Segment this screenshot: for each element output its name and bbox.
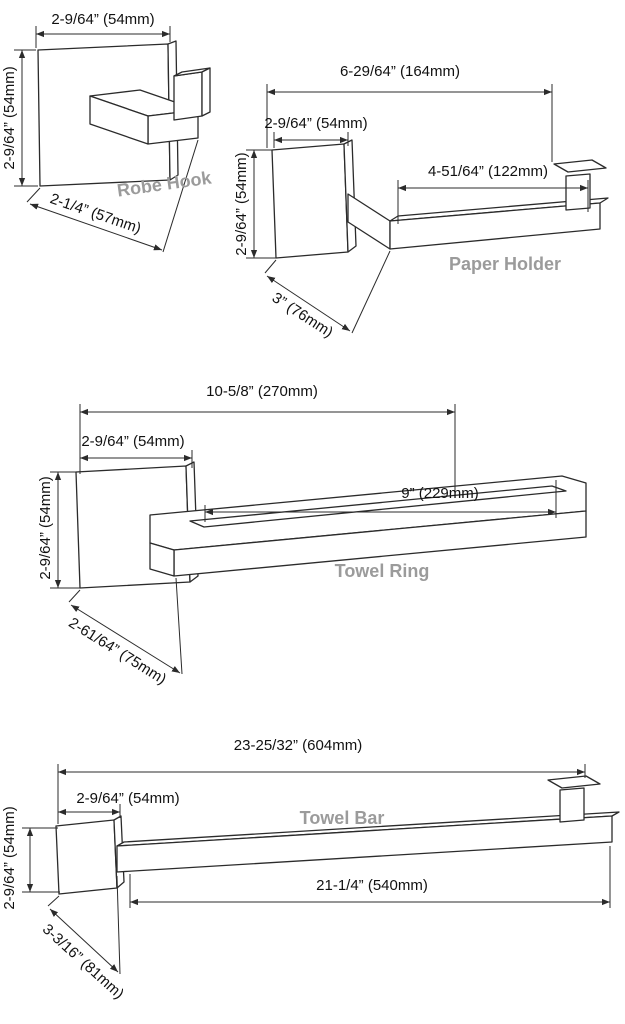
robe-hook-height-dimension: 2-9/64” (54mm) — [1, 66, 18, 169]
robe-hook-width-dimension: 2-9/64” (54mm) — [51, 11, 154, 28]
towel-bar-plate-height-dimension: 2-9/64” (54mm) — [1, 806, 18, 909]
towel-bar-depth-dimension: 3-3/16” (81mm) — [39, 921, 127, 1003]
paper-holder-end-post — [565, 173, 591, 211]
towel-bar-end-cap — [547, 775, 601, 789]
towel-ring-overall-dimension: 10-5/8” (270mm) — [206, 383, 318, 400]
towel-bar-plate-width-dimension: 2-9/64” (54mm) — [76, 790, 179, 807]
robe-hook-lip-front — [173, 71, 203, 121]
towel-bar-bar — [116, 815, 613, 873]
towel-bar-drawing: 23-25/32” (604mm) 2-9/64” (54mm) 21-1/4”… — [1, 737, 620, 1003]
towel-ring-loop-left-cap — [149, 542, 175, 577]
towel-bar-label: Towel Bar — [300, 808, 385, 828]
paper-holder-overall-dimension: 6-29/64” (164mm) — [340, 63, 460, 80]
robe-hook-lip-side — [201, 67, 211, 117]
towel-ring-drawing: 10-5/8” (270mm) 2-9/64” (54mm) 9” (229mm… — [37, 383, 587, 688]
paper-holder-end-cap — [553, 159, 607, 173]
towel-ring-plate-width-dimension: 2-9/64” (54mm) — [81, 433, 184, 450]
towel-ring-depth-dimension: 2-61/64” (75mm) — [66, 614, 170, 688]
paper-holder-label: Paper Holder — [449, 254, 561, 274]
paper-holder-drawing: 6-29/64” (164mm) 2-9/64” (54mm) 4-51/64”… — [233, 63, 609, 341]
paper-holder-plate-height-dimension: 2-9/64” (54mm) — [233, 152, 250, 255]
towel-ring-loop-opening — [189, 485, 567, 528]
towel-bar-inner-dimension: 21-1/4” (540mm) — [316, 877, 428, 894]
paper-holder-plate-width-dimension: 2-9/64” (54mm) — [264, 115, 367, 132]
robe-hook-arm-side — [89, 95, 149, 145]
towel-ring-inner-dimension: 9” (229mm) — [401, 485, 479, 502]
towel-bar-end-post — [559, 787, 585, 823]
paper-holder-plate — [271, 143, 349, 259]
towel-ring-label: Towel Ring — [335, 561, 430, 581]
towel-ring-plate-height-dimension: 2-9/64” (54mm) — [37, 476, 54, 579]
towel-bar-plate — [55, 819, 118, 895]
paper-holder-inner-dimension: 4-51/64” (122mm) — [428, 163, 548, 180]
robe-hook-drawing: 2-9/64” (54mm) 2-9/64” (54mm) 2-1/4” (57… — [1, 11, 214, 253]
towel-bar-overall-dimension: 23-25/32” (604mm) — [234, 737, 362, 754]
paper-holder-bar — [389, 202, 601, 250]
